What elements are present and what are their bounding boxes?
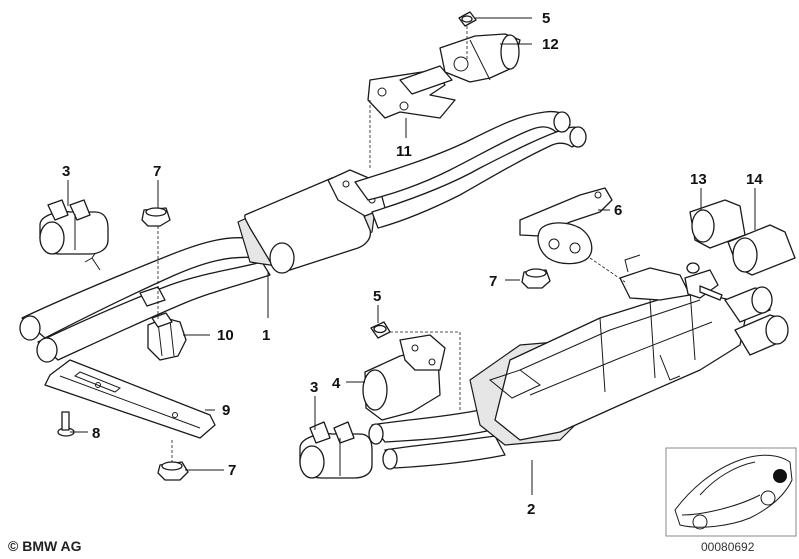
- clamp-part-3-left: [39, 199, 109, 255]
- callout-p10: 10: [217, 327, 234, 344]
- copyright-text: © BMW AG: [8, 538, 82, 554]
- callout-p5-top: 5: [542, 10, 550, 27]
- callout-p7-left: 7: [153, 163, 161, 180]
- callout-p13: 13: [690, 171, 707, 188]
- callout-p5-mid: 5: [373, 288, 381, 305]
- callout-p3-left: 3: [62, 163, 70, 180]
- tailpipe-trim-part-13: [689, 199, 746, 249]
- callout-p3-bottom: 3: [310, 379, 318, 396]
- hanger-part-10: [147, 312, 187, 361]
- callout-p7-bottom: 7: [228, 462, 236, 479]
- mount-part-7-left: [141, 207, 171, 227]
- callout-p7-right: 7: [489, 273, 497, 290]
- mount-part-7-bottom: [157, 461, 189, 481]
- callout-p9: 9: [222, 402, 230, 419]
- document-number: 00080692: [701, 540, 755, 554]
- callout-labels: 5 12 11 3 7 1 10 9 8 7 6 7 13 14 5 4 3 2: [62, 10, 763, 518]
- clamp-part-3-bottom: [299, 421, 373, 479]
- callout-p12: 12: [542, 36, 559, 53]
- mount-part-7-right: [521, 268, 551, 289]
- plate-part-9: [44, 359, 216, 439]
- callout-p11: 11: [396, 143, 412, 160]
- front-pipe-assembly: [19, 110, 587, 363]
- callout-p1: 1: [262, 327, 270, 344]
- callout-p14: 14: [746, 171, 763, 188]
- tailpipe-trim-part-14: [727, 224, 796, 276]
- callout-p4: 4: [332, 375, 341, 392]
- leader-lines: [67, 17, 756, 495]
- guide-dash-5-mid: [390, 331, 461, 410]
- inset-location-marker: [773, 469, 787, 483]
- nut-part-5-mid: [370, 321, 391, 339]
- guide-dash-6: [589, 257, 626, 283]
- vehicle-inset: [665, 447, 797, 537]
- bracket-part-11: [367, 65, 456, 119]
- callout-p8: 8: [92, 425, 100, 442]
- pipe-part-4: [362, 334, 446, 421]
- pipe-part-12: [439, 33, 521, 83]
- nut-part-5-top: [458, 11, 477, 27]
- callout-p6: 6: [614, 202, 622, 219]
- bracket-part-6: [519, 187, 613, 265]
- callout-p2: 2: [527, 501, 535, 518]
- rear-silencer-part-2: [368, 254, 789, 470]
